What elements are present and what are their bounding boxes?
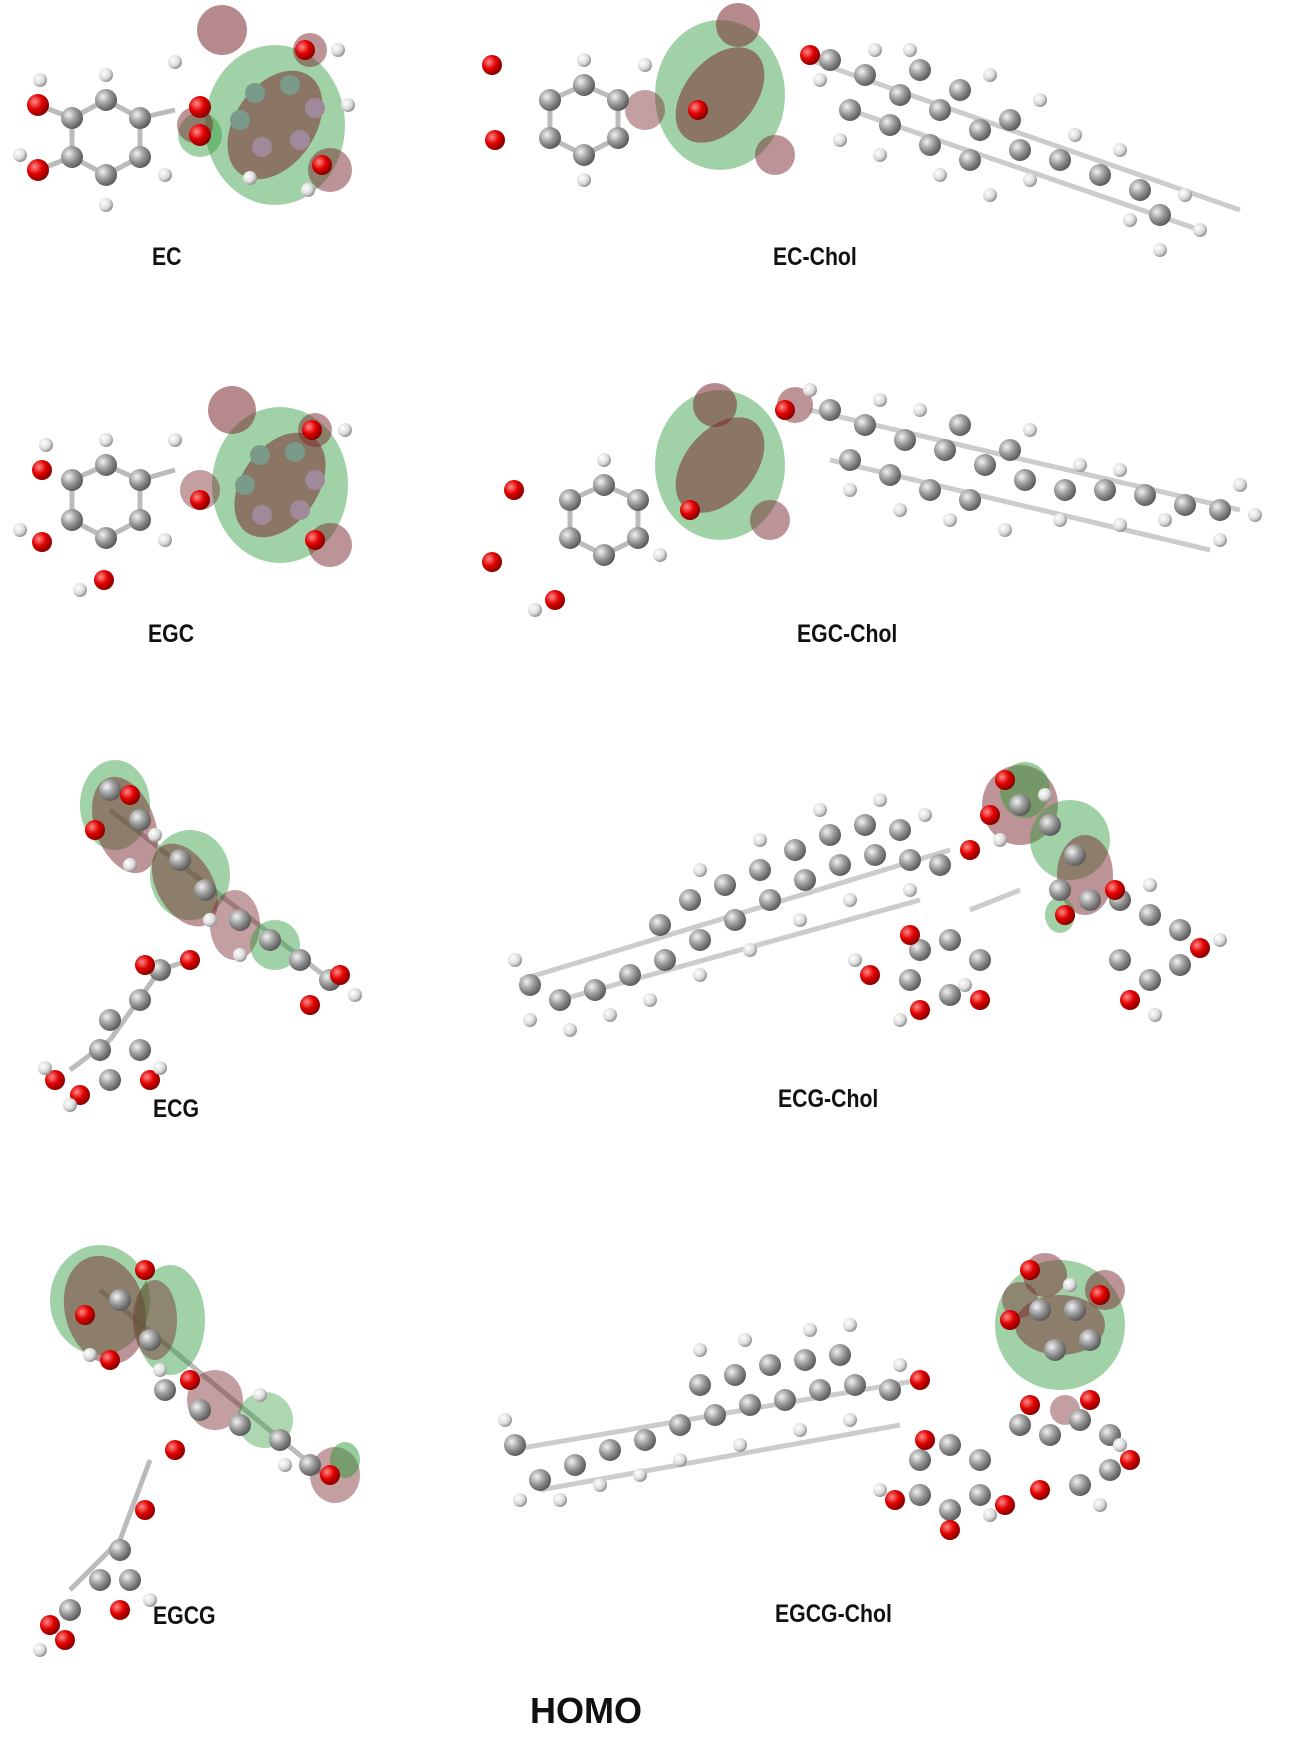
- label-ec: EC: [152, 243, 182, 271]
- cholesterol-chain: [800, 43, 1207, 257]
- orbital-lobes: [180, 386, 352, 567]
- molecule-egc-chol-homo: [482, 383, 1262, 617]
- orbital-lobes: [625, 3, 795, 175]
- molecule-egc-homo: [13, 386, 352, 597]
- molecule-ecg-homo: [38, 760, 362, 1112]
- label-egcg-chol: EGCG-Chol: [775, 1600, 892, 1628]
- figure-title: HOMO: [530, 1690, 642, 1731]
- label-egc-chol: EGC-Chol: [797, 620, 898, 648]
- panel-egcg-chol: EGCG-Chol: [498, 1250, 1280, 1650]
- panel-ecg-chol: ECG-Chol: [500, 750, 1280, 1130]
- panel-ec: EC: [0, 0, 380, 271]
- label-ecg: ECG: [153, 1095, 200, 1123]
- label-egcg: EGCG: [153, 1602, 216, 1630]
- label-egc: EGC: [148, 620, 195, 648]
- label-ec-chol: EC-Chol: [773, 243, 857, 271]
- molecule-ecg-chol-homo: [508, 762, 1227, 1037]
- cholesterol-chain: [498, 1318, 930, 1507]
- molecule-ec-chol-homo: [482, 3, 1241, 257]
- panel-egc-chol: EGC-Chol: [482, 380, 1280, 648]
- cholesterol-chain: [508, 793, 980, 1037]
- label-ecg-chol: ECG-Chol: [778, 1085, 879, 1113]
- panel-ecg: ECG: [0, 750, 400, 1130]
- molecule-egcg-homo: [33, 1245, 360, 1657]
- molecule-ec-homo: [13, 5, 355, 212]
- panel-ec-chol: EC-Chol: [482, 0, 1280, 280]
- panel-egcg: EGCG: [0, 1245, 400, 1657]
- orbital-lobes: [995, 1253, 1125, 1425]
- molecule-egcg-chol-homo: [498, 1253, 1140, 1540]
- cholesterol-chain: [775, 383, 1262, 547]
- panel-egc: EGC: [0, 380, 380, 648]
